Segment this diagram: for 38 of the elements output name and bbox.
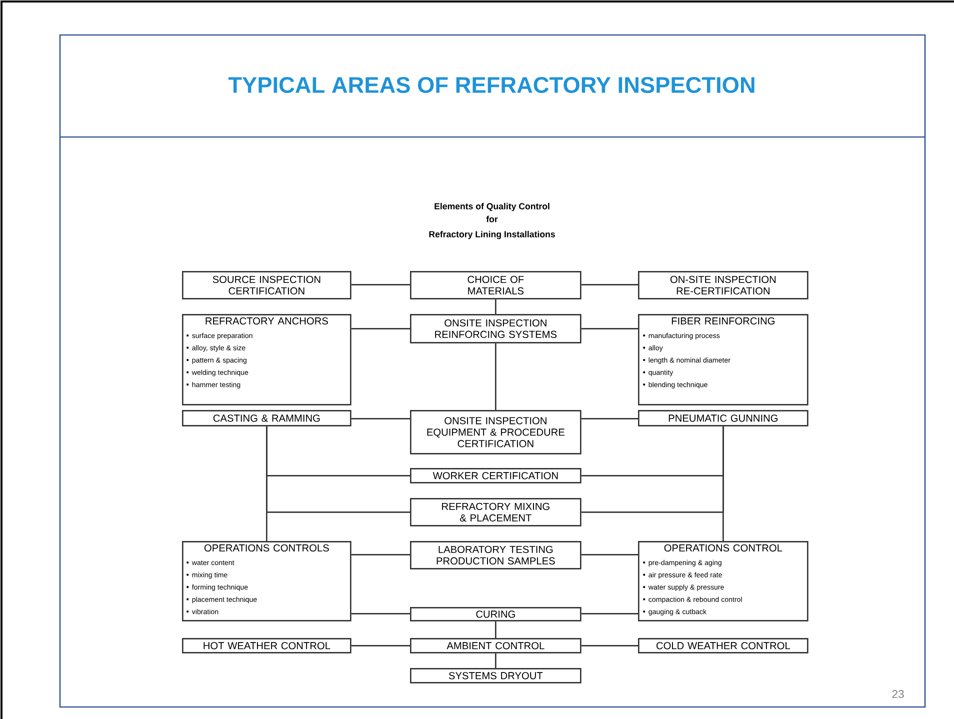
subtitle: Elements of Quality Control — [434, 202, 550, 212]
process-box: CURING — [410, 607, 582, 622]
connector-line — [351, 328, 410, 330]
connector-line — [351, 284, 410, 286]
connector-line — [266, 426, 410, 513]
process-box: REFRACTORY MIXING & PLACEMENT — [410, 498, 582, 526]
process-box: CHOICE OF MATERIALS — [410, 271, 582, 300]
title: TYPICAL AREAS OF REFRACTORY INSPECTION — [228, 76, 754, 94]
process-box: ON-SITE INSPECTION RE-CERTIFICATION — [638, 271, 808, 300]
connector-line — [581, 645, 638, 646]
connector-line — [351, 613, 410, 614]
connector-line — [581, 328, 638, 330]
process-box: SOURCE INSPECTION CERTIFICATION — [182, 271, 352, 300]
connector-line — [581, 426, 724, 513]
connector-line — [351, 645, 410, 646]
connector-line — [581, 613, 638, 614]
connector-line — [495, 299, 496, 314]
page-number: 23 — [892, 690, 904, 698]
process-box: LABORATORY TESTING PRODUCTION SAMPLES — [410, 541, 582, 570]
connector-line — [495, 653, 496, 668]
process-box: ONSITE INSPECTION EQUIPMENT & PROCEDURE CERTIFICATION — [410, 410, 582, 454]
process-box: CASTING & RAMMING — [182, 410, 352, 426]
process-box: PNEUMATIC GUNNING — [638, 410, 808, 426]
connector-line — [351, 418, 410, 420]
connector-line — [351, 554, 410, 556]
process-box: WORKER CERTIFICATION — [410, 468, 582, 484]
connector-line — [581, 554, 638, 556]
connector-line — [581, 418, 638, 420]
process-box: AMBIENT CONTROL — [410, 638, 582, 654]
connector-line — [495, 621, 496, 638]
process-box: ONSITE INSPECTION REINFORCING SYSTEMS — [410, 314, 582, 344]
connector-line — [495, 343, 496, 410]
subtitle: Refractory Lining Installations — [429, 230, 555, 240]
process-box: COLD WEATHER CONTROL — [638, 638, 808, 654]
subtitle: for — [486, 216, 498, 222]
connector-line — [581, 284, 638, 286]
process-box: HOT WEATHER CONTROL — [182, 638, 352, 654]
process-box: SYSTEMS DRYOUT — [410, 668, 582, 684]
